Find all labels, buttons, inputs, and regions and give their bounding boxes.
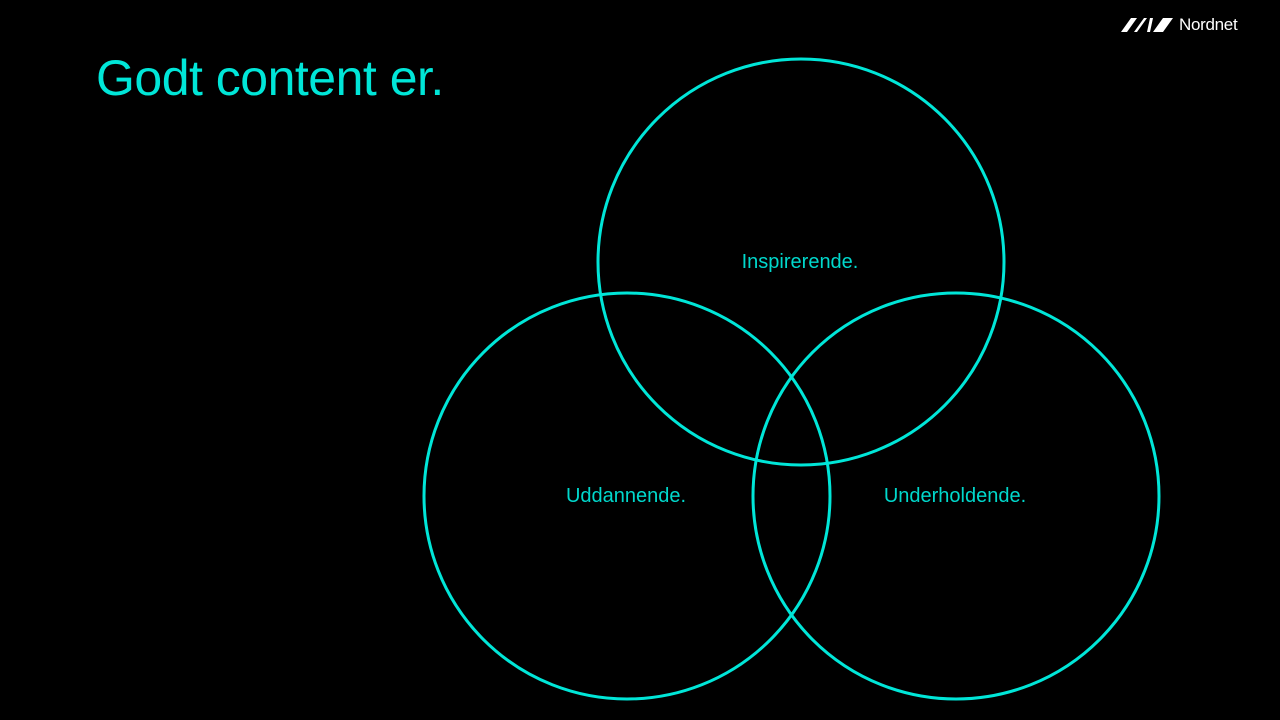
label-uddannende: Uddannende.	[565, 485, 687, 507]
label-underholdende: Underholdende.	[883, 485, 1027, 507]
nordnet-slashes-icon	[1121, 18, 1173, 32]
brand-logo: Nordnet	[1121, 15, 1238, 35]
brand-name: Nordnet	[1179, 15, 1238, 34]
circle-uddannende	[422, 291, 832, 701]
circle-inspirerende	[596, 57, 1006, 467]
circle-underholdende	[751, 291, 1161, 701]
label-inspirerende: Inspirerende.	[741, 251, 859, 273]
page-title: Godt content er.	[96, 50, 444, 106]
